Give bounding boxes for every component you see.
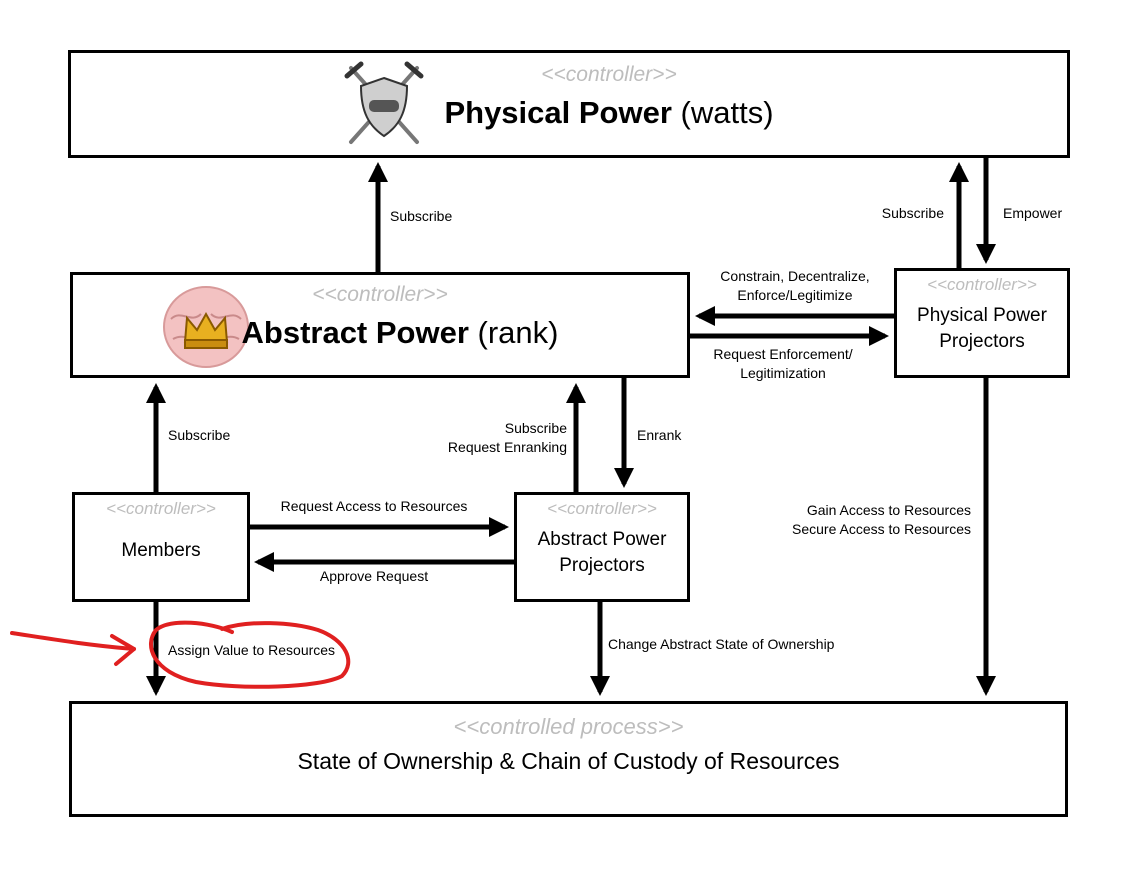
abstract-power-title: Abstract Power (rank) xyxy=(73,315,687,351)
physical-power-title-unit: (watts) xyxy=(671,95,774,130)
label-approve-request: Approve Request xyxy=(319,568,429,584)
physical-projectors-line2: Projectors xyxy=(939,331,1025,352)
controlled-process-box: <<controlled process>> State of Ownershi… xyxy=(69,701,1068,817)
red-arrow-head xyxy=(110,634,136,666)
members-box: <<controller>> Members xyxy=(72,492,250,602)
abstract-power-title-unit: (rank) xyxy=(468,315,559,350)
physical-projectors-line1: Physical Power xyxy=(917,305,1047,326)
label-gain-access-line1: Gain Access to Resources xyxy=(806,502,971,518)
abstract-projectors-line1: Abstract Power xyxy=(537,529,667,550)
label-change-state: Change Abstract State of Ownership xyxy=(608,636,835,652)
red-annotation xyxy=(10,620,351,689)
red-arrow-shaft xyxy=(10,631,136,651)
physical-power-projectors-box: <<controller>> Physical Power Projectors xyxy=(894,268,1070,378)
stereotype-label: <<controller>> xyxy=(927,275,1037,294)
label-request-enforcement-line2: Legitimization xyxy=(740,365,826,381)
label-subscribe-request-line2: Request Enranking xyxy=(447,439,567,455)
controlled-process-title: State of Ownership & Chain of Custody of… xyxy=(297,748,840,774)
abstract-projectors-line2: Projectors xyxy=(559,555,645,576)
physical-power-title: Physical Power (watts) xyxy=(71,95,1067,131)
stereotype-label: <<controller>> xyxy=(547,499,657,518)
abstract-power-title-bold: Abstract Power xyxy=(241,315,469,350)
label-assign-value: Assign Value to Resources xyxy=(168,642,336,658)
label-gain-access-line2: Secure Access to Resources xyxy=(792,521,971,537)
members-title: Members xyxy=(121,540,201,561)
red-circle xyxy=(149,620,351,689)
label-subscribe-projectors-to-physical: Subscribe xyxy=(881,205,944,221)
label-subscribe-members: Subscribe xyxy=(168,427,231,443)
abstract-power-box: <<controller>> Abstract Power (rank) xyxy=(70,272,690,378)
label-constrain-line2: Enforce/Legitimize xyxy=(737,287,853,303)
label-request-enforcement-line1: Request Enforcement/ xyxy=(713,346,853,362)
physical-power-title-bold: Physical Power xyxy=(444,95,672,130)
stereotype-label: <<controlled process>> xyxy=(453,714,684,739)
physical-power-box: <<controller>> Physical Power (watts) xyxy=(68,50,1070,158)
label-enrank: Enrank xyxy=(637,427,682,443)
label-constrain-line1: Constrain, Decentralize, xyxy=(720,268,870,284)
abstract-power-projectors-box: <<controller>> Abstract Power Projectors xyxy=(514,492,690,602)
label-request-access: Request Access to Resources xyxy=(280,498,468,514)
stereotype-label: <<controller>> xyxy=(312,283,448,306)
stereotype-label: <<controller>> xyxy=(106,499,216,518)
brain-crown-icon xyxy=(163,286,249,368)
stereotype-label: <<controller>> xyxy=(541,63,677,86)
sword-shield-icon xyxy=(344,61,424,144)
label-subscribe-abstract-to-physical: Subscribe xyxy=(390,208,453,224)
label-empower: Empower xyxy=(1003,205,1063,221)
label-subscribe-request-line1: Subscribe xyxy=(504,420,567,436)
